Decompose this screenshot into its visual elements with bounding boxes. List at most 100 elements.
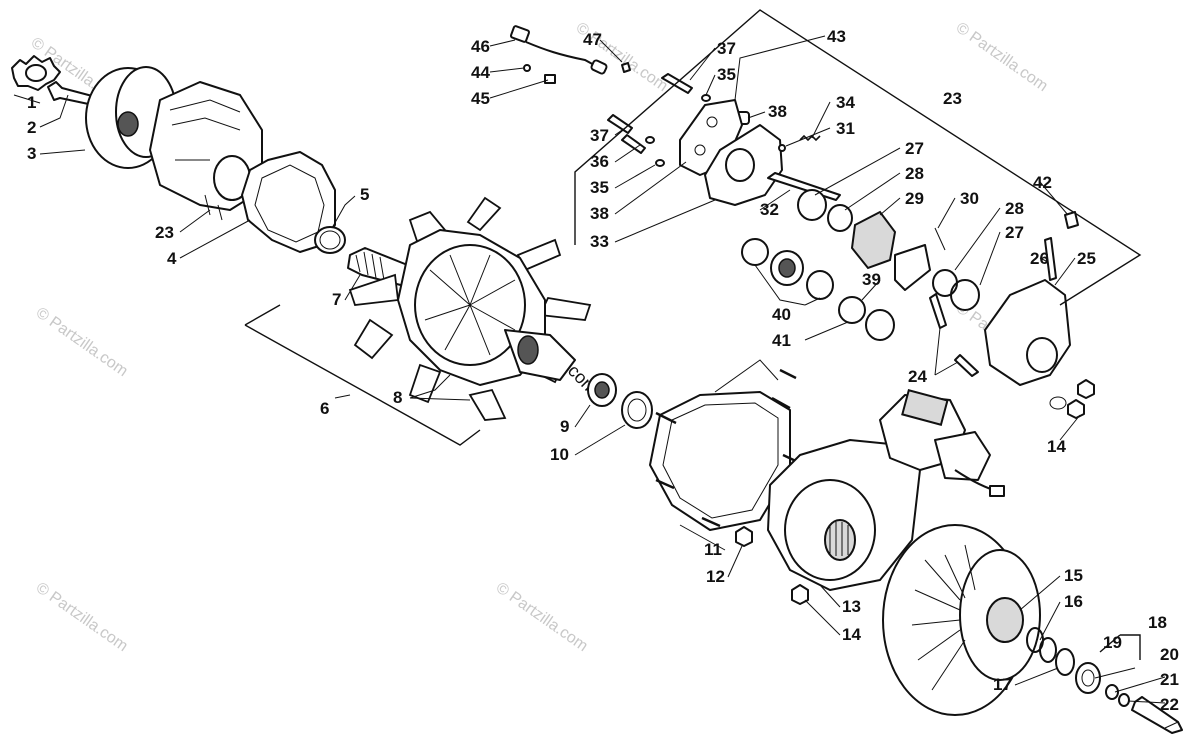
ring-part-41 <box>838 296 866 324</box>
washer-part-16 <box>1039 637 1057 663</box>
bearing-part-40 <box>806 270 834 300</box>
label-4: 4 <box>167 249 177 268</box>
bolt-part-22 <box>1131 696 1183 734</box>
label-23b: 23 <box>943 89 962 108</box>
label-24: 24 <box>908 367 927 386</box>
bolt-part-36 <box>621 134 646 154</box>
spring-part-34 <box>799 134 821 142</box>
bleeder-part-26 <box>1044 237 1057 281</box>
seal-part-10 <box>621 391 653 429</box>
cup-part-19 <box>1075 662 1101 694</box>
seal-part-28a <box>827 204 853 232</box>
label-14b: 14 <box>1047 437 1066 456</box>
label-25: 25 <box>1077 249 1096 268</box>
bolt-part-37b <box>607 114 633 134</box>
label-36: 36 <box>590 152 609 171</box>
label-19: 19 <box>1103 633 1122 652</box>
motor-connector <box>989 485 1005 497</box>
label-34: 34 <box>836 93 855 112</box>
label-37b: 37 <box>590 126 609 145</box>
drive-clutch-group <box>11 55 346 254</box>
watermark: © Partzilla.com <box>953 19 1051 95</box>
washer-part-20 <box>1105 684 1119 700</box>
connector-part-46 <box>509 25 531 43</box>
ring-part-17 <box>1055 648 1075 676</box>
label-40: 40 <box>772 305 791 324</box>
label-31: 31 <box>836 119 855 138</box>
label-13: 13 <box>842 597 861 616</box>
nut-part-14b <box>1067 399 1085 419</box>
part-labels: 1 2 3 23 4 5 7 6 8 9 10 11 12 13 14 15 1… <box>27 27 1179 714</box>
label-30: 30 <box>960 189 979 208</box>
clip-part-45 <box>544 74 556 84</box>
label-1: 1 <box>27 93 36 112</box>
label-5: 5 <box>360 185 369 204</box>
label-38a: 38 <box>768 102 787 121</box>
bracket-23 <box>574 9 1142 306</box>
nut-part-12 <box>735 526 753 547</box>
label-10: 10 <box>550 445 569 464</box>
label-27a: 27 <box>905 139 924 158</box>
label-12: 12 <box>706 567 725 586</box>
label-35b: 35 <box>590 178 609 197</box>
watermark: © Partzilla.com <box>493 579 591 655</box>
label-26: 26 <box>1030 249 1049 268</box>
caliper-half-part-25 <box>984 279 1071 386</box>
nut-hole <box>25 64 47 82</box>
label-46: 46 <box>471 37 490 56</box>
bolt-part-24a <box>929 293 947 329</box>
brake-pad-part-29 <box>850 210 897 270</box>
sheave-hub <box>117 111 139 137</box>
label-17: 17 <box>993 675 1012 694</box>
sensor-connector <box>590 59 608 75</box>
screw-part-44 <box>523 64 531 72</box>
brackets <box>244 9 1142 660</box>
label-20: 20 <box>1160 645 1179 664</box>
motor-barrel <box>934 431 991 481</box>
piston-part-27b <box>950 279 980 311</box>
label-22: 22 <box>1160 695 1179 714</box>
piston-part-27a <box>797 189 827 221</box>
label-18: 18 <box>1148 613 1167 632</box>
label-2: 2 <box>27 118 36 137</box>
bracket-18 <box>1099 634 1141 660</box>
label-14a: 14 <box>842 625 861 644</box>
watermark: © Partzilla.com <box>33 579 131 655</box>
label-3: 3 <box>27 144 36 163</box>
label-29: 29 <box>905 189 924 208</box>
label-35a: 35 <box>717 65 736 84</box>
label-28a: 28 <box>905 164 924 183</box>
washer-part-35b <box>645 136 655 144</box>
label-11: 11 <box>704 540 722 559</box>
pin-part-47 <box>621 62 631 73</box>
label-32: 32 <box>760 200 779 219</box>
label-15: 15 <box>1064 566 1083 585</box>
label-39: 39 <box>862 270 881 289</box>
label-9: 9 <box>560 417 569 436</box>
label-6: 6 <box>320 399 329 418</box>
gearcase-group <box>649 359 1183 734</box>
label-43: 43 <box>827 27 846 46</box>
bracket-6 <box>244 304 481 446</box>
label-47: 47 <box>583 30 602 49</box>
driven-clutch-group <box>347 196 653 429</box>
pin-part-31 <box>778 144 786 152</box>
nut-part-14a <box>1077 379 1095 399</box>
washer-part-35a <box>701 94 711 102</box>
seal-part-39a <box>741 238 769 266</box>
label-28b: 28 <box>1005 199 1024 218</box>
label-38b: 38 <box>590 204 609 223</box>
bolt-part-24b <box>954 354 979 377</box>
label-41: 41 <box>772 331 791 350</box>
label-45: 45 <box>471 89 490 108</box>
brake-group <box>509 25 1095 419</box>
label-33: 33 <box>590 232 609 251</box>
label-27b: 27 <box>1005 223 1024 242</box>
label-16: 16 <box>1064 592 1083 611</box>
label-44: 44 <box>471 63 490 82</box>
watermark: © Partzilla.com <box>33 304 131 380</box>
label-7: 7 <box>332 290 341 309</box>
label-21: 21 <box>1160 670 1179 689</box>
washer-part-35c <box>655 159 665 167</box>
